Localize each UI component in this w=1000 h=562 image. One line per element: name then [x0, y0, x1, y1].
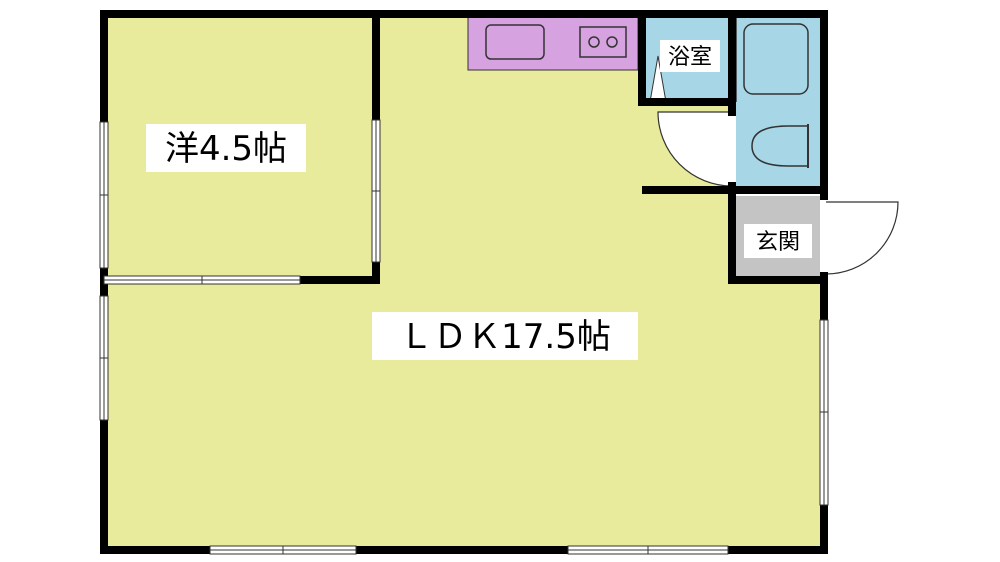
bathtub-icon — [743, 23, 809, 95]
entrance-label: 玄関 — [756, 230, 800, 255]
burner-right-icon — [606, 36, 618, 48]
ldk-room-label: ＬＤＫ17.5帖 — [399, 317, 611, 357]
bath-room-label: 浴室 — [668, 45, 712, 70]
stove-icon — [579, 26, 627, 58]
western-room-label: 洋4.5帖 — [165, 129, 287, 169]
walls — [100, 10, 828, 554]
entrance-door-swing — [825, 201, 899, 275]
toilet-icon — [751, 125, 809, 167]
bath-label-bg — [660, 40, 720, 72]
entrance-label-bg — [744, 224, 812, 258]
western-label-bg — [146, 124, 306, 172]
kitchen-sink-icon — [485, 24, 545, 60]
window-ticks — [100, 190, 828, 554]
ldk-label-bg — [372, 312, 638, 360]
hall-door-swing — [657, 111, 733, 187]
burner-left-icon — [588, 36, 600, 48]
